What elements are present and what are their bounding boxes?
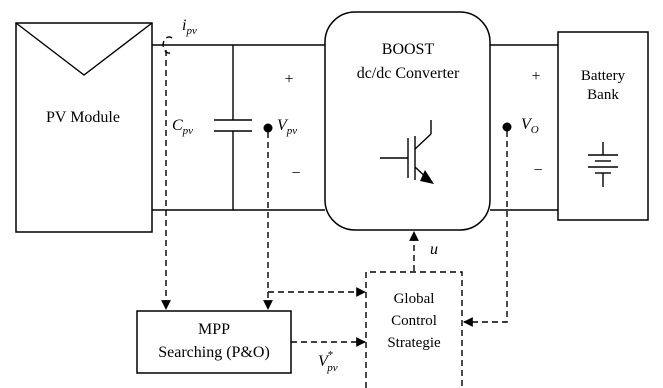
signal-paths <box>161 50 508 347</box>
input-voltage: + − Vpv <box>263 71 301 182</box>
output-voltage: + − VO <box>502 68 543 179</box>
capacitor: Cpv <box>172 45 252 210</box>
dc-bus <box>152 44 558 211</box>
global-control-line1: Global <box>394 291 435 307</box>
battery-bank-block: Battery Bank <box>557 31 649 221</box>
battery-icon <box>588 142 618 187</box>
battery-label-line2: Bank <box>587 87 619 103</box>
pv-module-label: PV Module <box>46 109 120 126</box>
global-control-line3: Strategie <box>387 335 441 351</box>
output-voltage-label: VO <box>521 116 539 136</box>
output-plus-sign: + <box>531 68 540 85</box>
battery-label-line1: Battery <box>581 68 626 84</box>
output-voltage-node <box>502 122 512 132</box>
boost-converter-block: BOOST dc/dc Converter <box>324 11 491 231</box>
input-minus-sign: − <box>291 165 300 182</box>
pv-module-block: PV Module <box>15 22 153 233</box>
current-sense-label: ipv <box>182 17 197 37</box>
mpp-label-line2: Searching (P&O) <box>158 344 270 361</box>
input-plus-sign: + <box>284 71 293 88</box>
mpp-searching-block: MPP Searching (P&O) <box>136 310 292 374</box>
input-voltage-label: Vpv <box>277 117 297 137</box>
control-signal-label: u <box>430 241 438 258</box>
output-minus-sign: − <box>533 162 542 179</box>
current-sensor: ipv <box>162 17 197 54</box>
mpp-label-line1: MPP <box>198 321 230 338</box>
boost-subtitle: dc/dc Converter <box>357 65 460 82</box>
reference-label: V*pv <box>318 349 338 374</box>
boost-title: BOOST <box>382 41 435 58</box>
capacitor-label: Cpv <box>172 117 193 137</box>
global-control-block: Global Control Strategie <box>365 271 463 388</box>
input-voltage-node <box>263 123 273 133</box>
igbt-icon <box>380 120 434 184</box>
global-control-line2: Control <box>391 313 437 329</box>
output-voltage-to-control-arrow <box>463 131 508 327</box>
